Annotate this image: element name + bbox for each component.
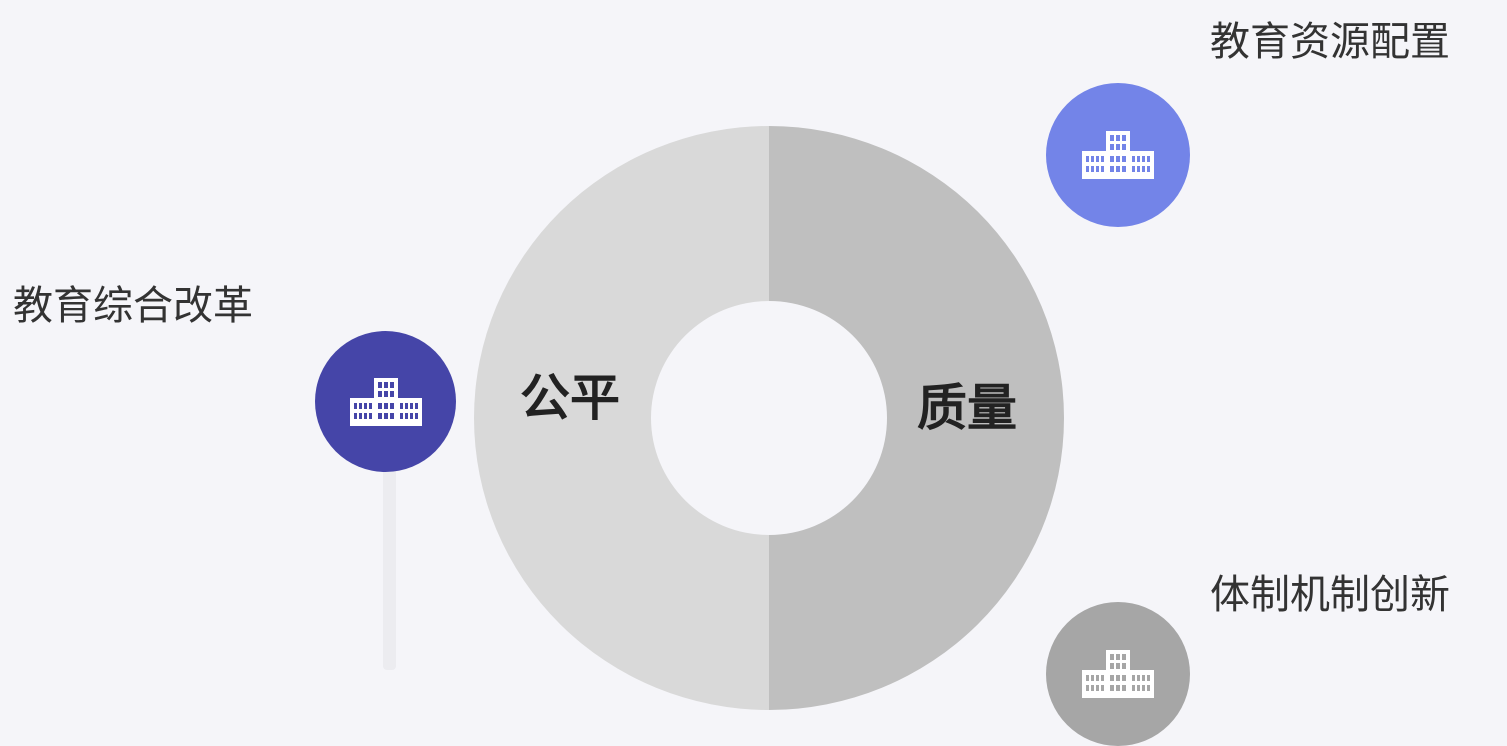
- building-icon: [1082, 650, 1154, 698]
- building-icon: [349, 377, 422, 426]
- item-title-comprehensive-reform: 教育综合改革: [13, 283, 253, 329]
- badge-resource-allocation: [1046, 83, 1190, 227]
- ring-left-half: [474, 126, 769, 710]
- badge-institutional-innovation: [1046, 602, 1190, 746]
- building-icon: [1082, 131, 1154, 179]
- ring-right-half: [769, 126, 1064, 710]
- badge-comprehensive-reform: [315, 331, 456, 472]
- connector-line: [383, 465, 396, 670]
- item-title-resource-allocation: 教育资源配置: [1210, 19, 1450, 65]
- label-quality: 质量: [917, 379, 1017, 437]
- item-title-institutional-innovation: 体制机制创新: [1210, 572, 1450, 618]
- label-fairness: 公平: [520, 369, 620, 427]
